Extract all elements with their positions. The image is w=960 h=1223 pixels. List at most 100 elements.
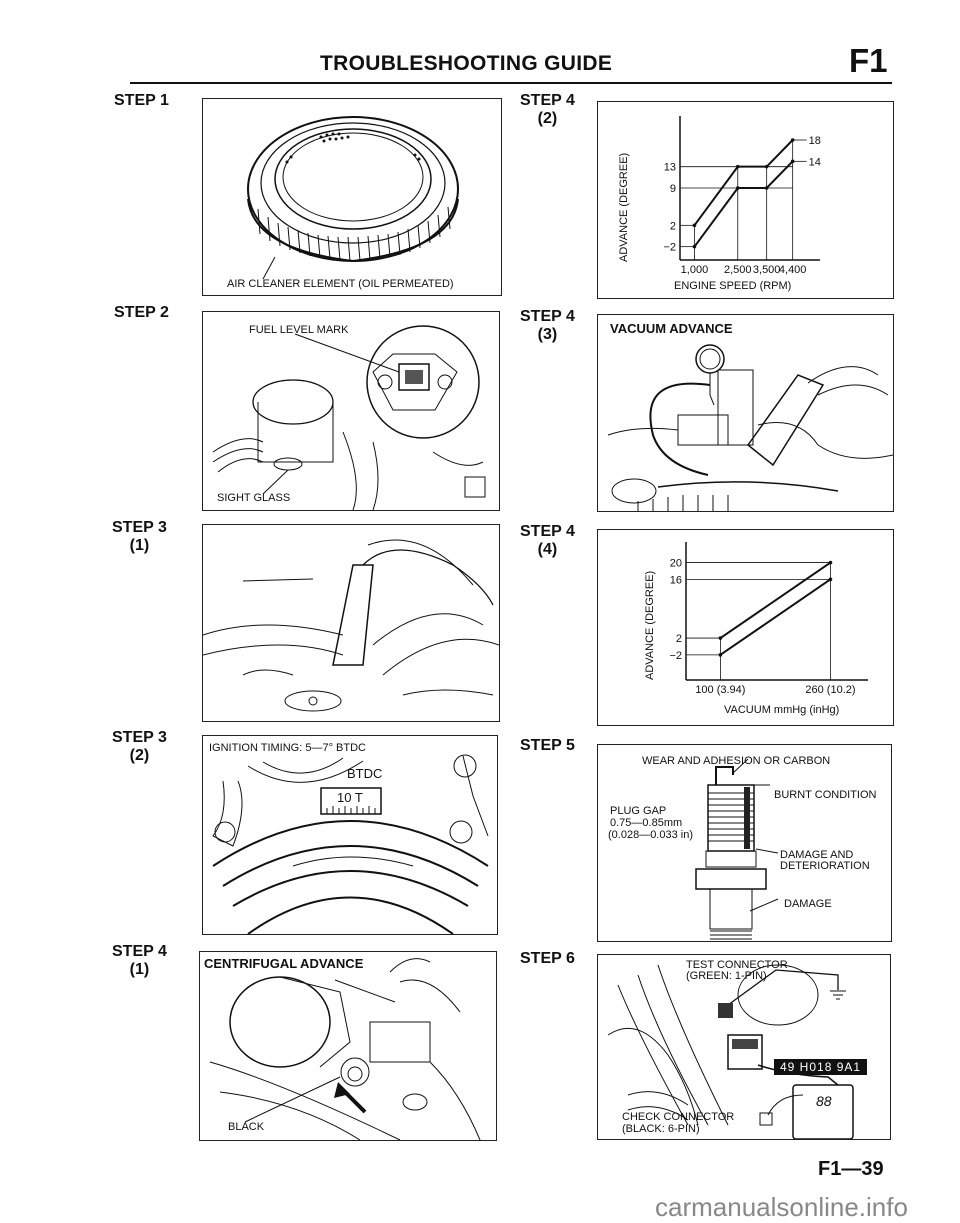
section-code: F1	[849, 42, 888, 79]
check-connector-sub: (BLACK: 6-PIN)	[622, 1123, 700, 1135]
vacuum-advance-title: VACUUM ADVANCE	[610, 321, 733, 336]
step-3-2-text: STEP 3	[112, 729, 167, 746]
distributor-illustration	[209, 958, 481, 1140]
burnt-condition-label: BURNT CONDITION	[774, 789, 877, 801]
plug-gap-label: PLUG GAP	[610, 805, 667, 817]
end-label-upper: 18	[809, 135, 821, 147]
tool-code-badge: 49 H018 9A1	[774, 1059, 868, 1075]
sight-glass-label: SIGHT GLASS	[217, 492, 291, 504]
step-3-2-sub: (2)	[129, 747, 150, 764]
step-1-text: STEP 1	[114, 92, 169, 109]
x-tick-label: 1,000	[681, 264, 709, 276]
x-tick-label: 3,500	[753, 264, 781, 276]
y-tick-label: 2	[676, 633, 682, 645]
step-4-1-panel: CENTRIFUGAL ADVANCE BLACK	[199, 951, 497, 1141]
step-4-3-label: STEP 4(3)	[520, 308, 575, 344]
check-connector-label: CHECK CONNECTOR	[622, 1111, 735, 1123]
timing-light-illustration	[203, 539, 499, 712]
step-4-2-sub: (2)	[537, 110, 558, 127]
data-point	[735, 186, 740, 190]
data-point	[828, 560, 833, 565]
series-line-upper	[693, 139, 794, 226]
plug-gap-mm: 0.75—0.85mm	[610, 817, 683, 829]
chart1-xlabel: ENGINE SPEED (RPM)	[674, 280, 792, 292]
data-point	[718, 653, 723, 657]
data-point	[735, 164, 740, 169]
spark-plug-illustration	[695, 758, 779, 940]
data-point	[692, 244, 697, 249]
step-3-1-sub: (1)	[129, 537, 150, 554]
data-point	[828, 577, 833, 582]
step-5-label: STEP 5	[520, 737, 575, 755]
step-6-label: STEP 6	[520, 950, 575, 968]
x-tick-label: 4,400	[779, 264, 807, 276]
step-4-1-label: STEP 4(1)	[112, 943, 167, 979]
step-3-2-panel: IGNITION TIMING: 5—7° BTDC BTDC 10 T	[202, 735, 498, 935]
data-point	[692, 223, 697, 228]
step-4-4-text: STEP 4	[520, 523, 575, 540]
wear-adhesion-label: WEAR AND ADHESION OR CARBON	[642, 755, 831, 767]
y-tick-label: −2	[663, 242, 676, 254]
timing-marks-illustration	[212, 754, 489, 934]
end-label-lower: 14	[809, 156, 821, 168]
step-2-panel: FUEL LEVEL MARK SIGHT GLASS	[202, 311, 500, 511]
x-tick-label: 260 (10.2)	[805, 684, 855, 696]
series-line-lower	[719, 578, 832, 656]
fuel-level-mark-label: FUEL LEVEL MARK	[249, 324, 349, 336]
step-4-1-sub: (1)	[129, 961, 150, 978]
step-4-3-panel: VACUUM ADVANCE	[597, 314, 894, 512]
step-4-2-text: STEP 4	[520, 92, 575, 109]
page-title: TROUBLESHOOTING GUIDE	[320, 52, 613, 75]
y-tick-label: 16	[670, 574, 682, 586]
test-connector-sub: (GREEN: 1-PIN)	[686, 970, 767, 982]
timing-scale-label: 10 T	[337, 790, 363, 805]
step-3-2-label: STEP 3(2)	[112, 729, 167, 765]
chart2-xlabel: VACUUM mmHg (inHg)	[724, 704, 840, 716]
damage-deterioration-label-1: DAMAGE AND	[780, 849, 854, 861]
step-3-1-panel	[202, 524, 500, 722]
step-1-panel: AIR CLEANER ELEMENT (OIL PERMEATED)	[202, 98, 502, 296]
step-3-1-text: STEP 3	[112, 519, 167, 536]
test-connector-label: TEST CONNECTOR	[686, 959, 788, 971]
vacuum-pump-illustration	[607, 344, 893, 511]
damage-label: DAMAGE	[784, 898, 832, 910]
header-rule	[130, 82, 892, 84]
step-4-3-text: STEP 4	[520, 308, 575, 325]
page-number: F1—39	[818, 1158, 884, 1180]
series-line-lower	[693, 160, 794, 248]
x-tick-label: 100 (3.94)	[695, 684, 745, 696]
y-tick-label: 2	[670, 220, 676, 232]
step-2-label: STEP 2	[114, 304, 169, 322]
ignition-timing-label: IGNITION TIMING: 5—7° BTDC	[209, 742, 366, 754]
step-6-text: STEP 6	[520, 950, 575, 967]
btdc-label: BTDC	[347, 766, 383, 781]
step-5-text: STEP 5	[520, 737, 575, 754]
y-tick-label: 9	[670, 183, 676, 195]
plug-gap-in: (0.028—0.033 in)	[608, 829, 693, 841]
chart1-ylabel: ADVANCE (DEGREE)	[618, 152, 630, 262]
step-1-label: STEP 1	[114, 92, 169, 110]
step-4-4-label: STEP 4(4)	[520, 523, 575, 559]
step-4-4-sub: (4)	[537, 541, 558, 558]
x-tick-label: 2,500	[724, 264, 752, 276]
data-point	[764, 186, 769, 190]
step-5-panel: WEAR AND ADHESION OR CARBON BURNT CONDIT…	[597, 744, 892, 942]
step-2-text: STEP 2	[114, 304, 169, 321]
step-4-3-sub: (3)	[537, 326, 558, 343]
black-label: BLACK	[228, 1121, 265, 1133]
chart2-ylabel: ADVANCE (DEGREE)	[644, 570, 656, 680]
step-4-2-label: STEP 4(2)	[520, 92, 575, 128]
carburetor-illustration	[212, 325, 486, 510]
series-line-upper	[719, 561, 832, 639]
step-6-panel: TEST CONNECTOR (GREEN: 1-PIN) 49 H018 9A…	[597, 954, 891, 1140]
watermark: carmanualsonline.info	[655, 1192, 908, 1222]
y-tick-label: 20	[670, 558, 682, 570]
data-point	[718, 636, 723, 640]
checker-display: 88	[816, 1093, 832, 1109]
step-3-1-label: STEP 3(1)	[112, 519, 167, 555]
step-4-1-text: STEP 4	[112, 943, 167, 960]
